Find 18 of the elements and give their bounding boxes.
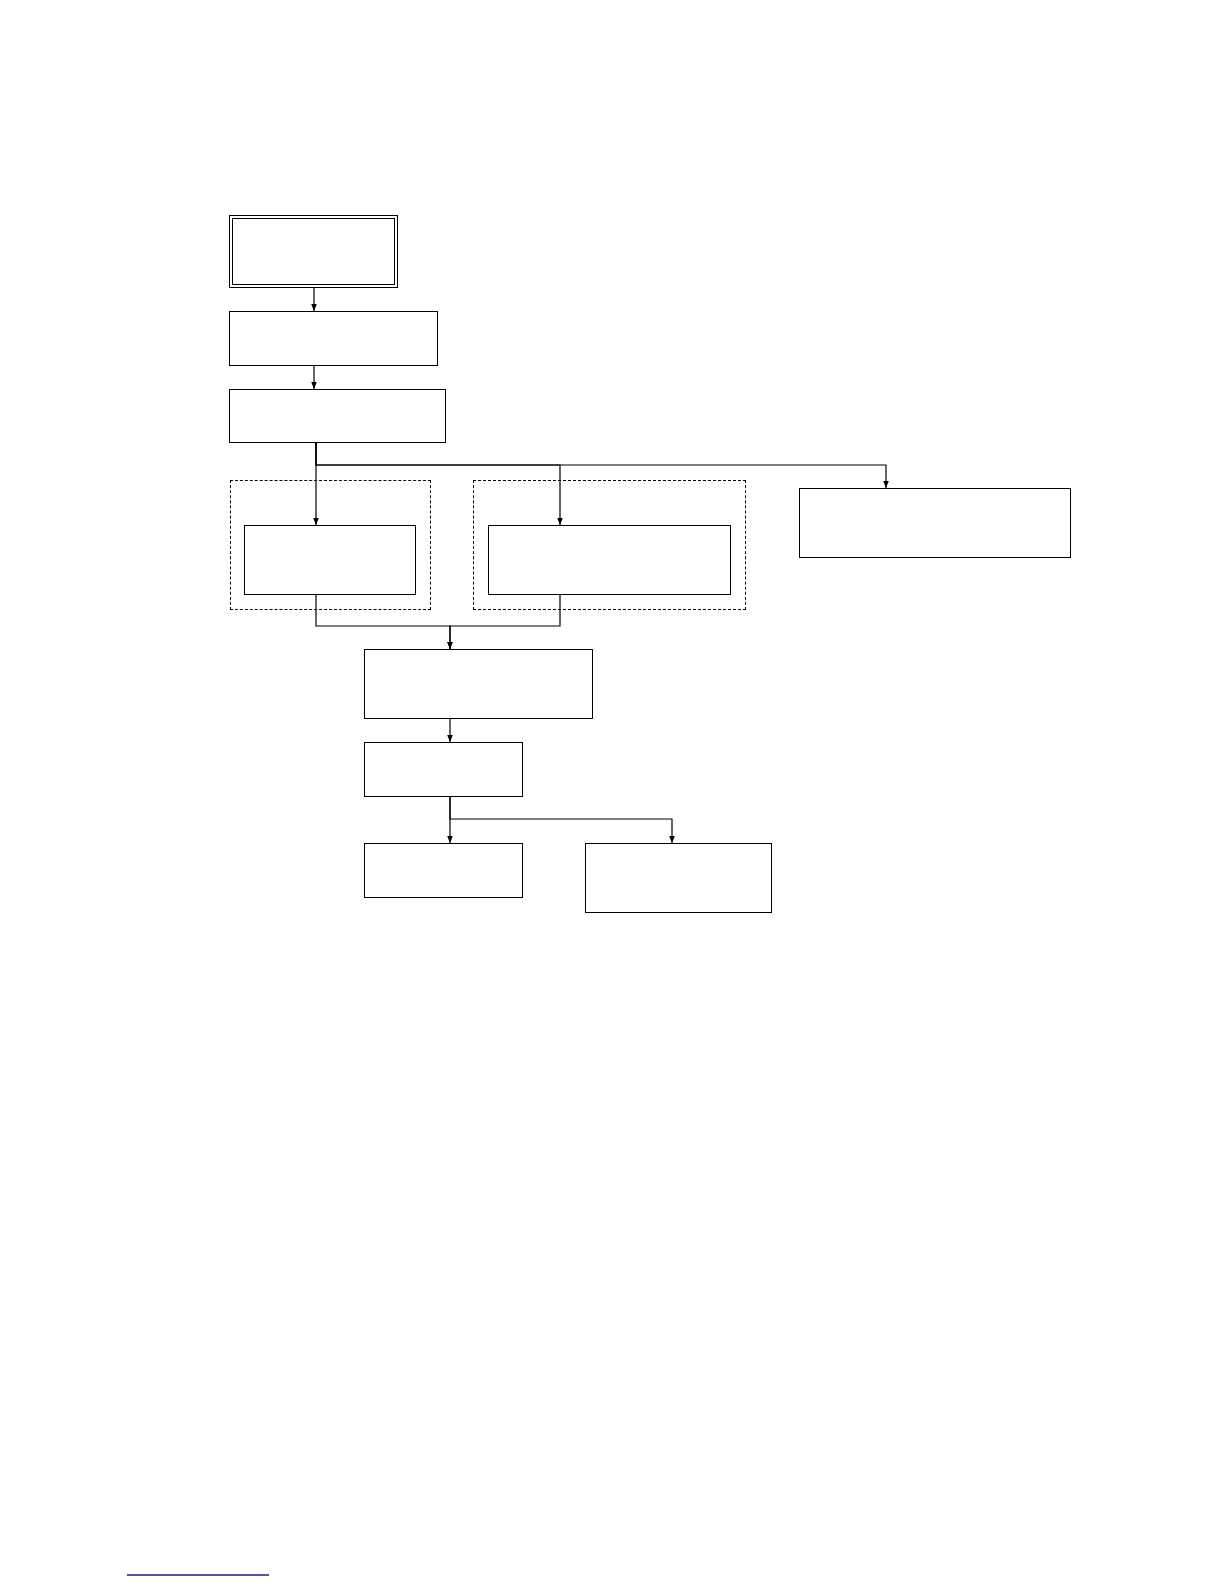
group-frame (230, 480, 431, 610)
process-box (229, 215, 398, 288)
arrow (315, 442, 889, 489)
arrow (311, 365, 317, 390)
process-box (229, 311, 438, 366)
process-box (364, 742, 523, 797)
process-box (585, 843, 772, 913)
process-box (364, 649, 593, 719)
arrow (447, 718, 453, 743)
process-box (799, 488, 1071, 558)
process-box (488, 525, 731, 595)
arrow (449, 796, 675, 844)
arrow (447, 594, 561, 650)
process-box (244, 525, 416, 595)
group-frame (473, 480, 746, 610)
arrow (311, 287, 317, 312)
process-box (229, 389, 446, 443)
process-box (364, 843, 523, 898)
